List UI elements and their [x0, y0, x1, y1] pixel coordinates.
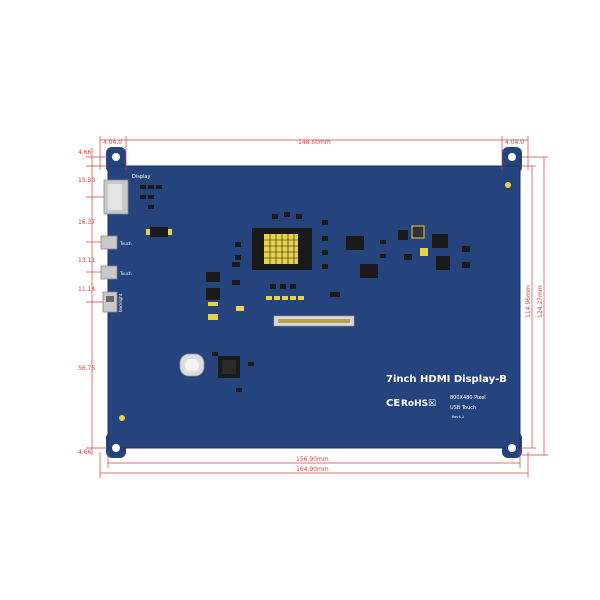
dim-top-right-tab: 4.04.0: [505, 139, 524, 146]
dim-outer-height: 124.27mm: [537, 285, 544, 318]
usb-touch-connector: Touch: [100, 235, 132, 250]
pcb-board: Display Touch Touch backlight: [100, 147, 522, 458]
dim-left-4: 11.14: [78, 286, 95, 293]
touch-controller-chip: [218, 356, 240, 378]
dim-top-width: 148.50mm: [298, 139, 331, 146]
dim-left-0: 4.66: [78, 149, 92, 156]
oscillator: [179, 353, 205, 377]
resolution-label: 800X480 Pixel: [450, 395, 486, 401]
smd-near-fpc: [330, 292, 340, 297]
fpc-connector: [273, 315, 355, 327]
ce-mark: CE: [386, 398, 400, 409]
pcb-body: [107, 165, 521, 449]
dim-left-3: 13.11: [78, 257, 95, 264]
small-hole-left: [119, 415, 125, 421]
dim-inner-height: 114.96mm: [525, 285, 532, 318]
crystal-small: [146, 227, 172, 237]
mount-hole-top-left: [112, 153, 120, 161]
smd-group-center: [235, 212, 328, 289]
dim-left-2: 16.37: [78, 219, 95, 226]
hdmi-connector: Display: [103, 174, 150, 215]
dim-bottom-outer: 164.90mm: [296, 466, 329, 473]
touch-label: USB Touch: [450, 405, 476, 411]
regulators-left: [206, 262, 244, 320]
smd-group-top-left: [140, 185, 162, 209]
mount-hole-top-right: [508, 153, 516, 161]
label-touch-1: Touch: [119, 241, 132, 246]
dim-left-6: 4.66: [78, 449, 92, 456]
revision-label: Rev4.1: [452, 415, 464, 419]
main-chip: [252, 228, 312, 270]
mount-hole-bottom-right: [508, 444, 516, 452]
backlight-switch: backlight: [102, 291, 123, 313]
dim-left-1: 15.50: [78, 177, 95, 184]
label-display: Display: [132, 174, 150, 180]
dimension-lines: 4.04.0 148.50mm 4.04.0 4.66 15.50 16.37 …: [78, 136, 548, 478]
rohs-mark: RoHS: [401, 399, 428, 409]
ic-group-right: [346, 225, 470, 278]
board-title: 7inch HDMI Display-B: [386, 374, 507, 385]
weee-icon: ☒: [428, 399, 436, 409]
resistor-row: [266, 296, 304, 300]
label-power: Touch: [119, 271, 132, 276]
usb-power-connector: Touch: [100, 265, 132, 280]
dim-left-5: 56.75: [78, 365, 95, 372]
dim-bottom-inner: 156.90mm: [296, 456, 329, 463]
label-backlight: backlight: [118, 293, 123, 312]
mount-hole-bottom-left: [112, 444, 120, 452]
small-hole-right: [505, 182, 511, 188]
dim-top-left-tab: 4.04.0: [103, 139, 122, 146]
smd-group-bottom-left: [212, 352, 254, 392]
